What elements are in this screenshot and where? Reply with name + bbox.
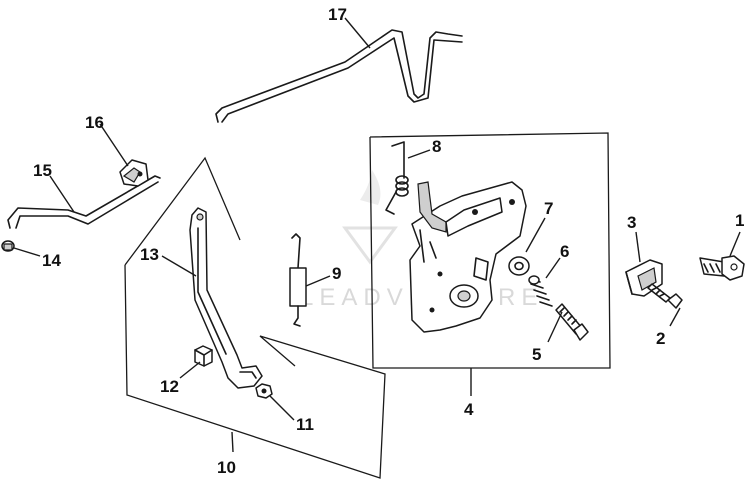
part-12-bolt[interactable]	[194, 345, 213, 367]
leader-8	[407, 149, 431, 159]
part-16-clip[interactable]	[119, 159, 149, 187]
callout-11[interactable]: 11	[296, 415, 314, 434]
callout-14[interactable]: 14	[42, 251, 61, 270]
callout-9[interactable]: 9	[332, 264, 341, 283]
part-9-spring[interactable]	[289, 233, 307, 327]
callouts: 1 2 3 4 5 6 7 8 9 10 11 12 13 14 15 16 1…	[33, 5, 744, 477]
leader-7	[525, 217, 546, 253]
assembly-box-4	[369, 132, 611, 369]
callout-10[interactable]: 10	[217, 458, 236, 477]
callout-17[interactable]: 17	[328, 5, 347, 24]
leader-lines	[13, 17, 741, 453]
part-15-rod-shadow	[15, 181, 159, 229]
part-11-nut[interactable]	[255, 383, 273, 399]
callout-13[interactable]: 13	[140, 245, 159, 264]
leader-16	[99, 123, 129, 167]
leader-17	[344, 17, 371, 49]
leader-2	[669, 307, 681, 327]
part-1-shoulder-bolt[interactable]	[699, 255, 745, 281]
leader-11	[269, 395, 295, 421]
part-15-link-rod[interactable]	[7, 175, 161, 229]
leader-10	[231, 431, 234, 453]
part-14-screw[interactable]	[1, 240, 15, 252]
callout-1[interactable]: 1	[735, 211, 744, 230]
leader-14	[13, 247, 41, 257]
leader-9	[305, 275, 331, 287]
part-5-screw[interactable]	[555, 303, 589, 341]
part-17-rod-shadow	[221, 37, 463, 123]
callout-4[interactable]: 4	[464, 400, 474, 419]
assembly-box-10	[124, 156, 241, 266]
leader-1	[729, 231, 741, 257]
leader-5	[547, 311, 563, 343]
part-6-spring[interactable]	[528, 275, 553, 307]
callout-16[interactable]: 16	[85, 113, 104, 132]
callout-7[interactable]: 7	[544, 199, 553, 218]
part-2-bolt[interactable]	[647, 283, 683, 309]
callout-3[interactable]: 3	[627, 213, 636, 232]
part-4-control-plate[interactable]	[409, 181, 527, 333]
part-8-torsion-spring[interactable]	[385, 141, 409, 215]
leader-13	[161, 255, 197, 277]
callout-2[interactable]: 2	[656, 329, 665, 348]
callout-8[interactable]: 8	[432, 137, 441, 156]
part-7-washer[interactable]	[508, 256, 530, 276]
leader-15	[49, 175, 75, 213]
callout-15[interactable]: 15	[33, 161, 52, 180]
leader-12	[179, 361, 201, 379]
callout-6[interactable]: 6	[560, 242, 569, 261]
callout-12[interactable]: 12	[160, 377, 179, 396]
part-17-control-rod[interactable]	[215, 29, 463, 123]
callout-5[interactable]: 5	[532, 345, 541, 364]
part-13-control-lever[interactable]	[189, 207, 263, 389]
leader-3	[635, 231, 641, 263]
leader-6	[545, 257, 561, 279]
assembly-box-10-lower	[124, 264, 386, 479]
